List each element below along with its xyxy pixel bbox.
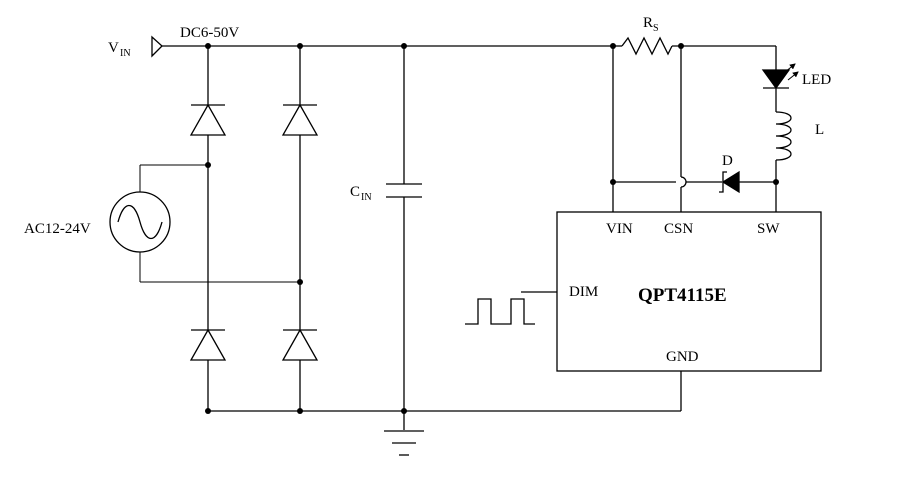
- led-icon: [761, 46, 799, 112]
- rs-label: R: [643, 15, 653, 31]
- pin-csn-label: CSN: [664, 221, 693, 237]
- pin-sw-label: SW: [757, 221, 780, 237]
- ic-part-number: QPT4115E: [638, 285, 727, 306]
- schottky-diode-icon: [719, 170, 740, 194]
- bridge-diode-1-icon: [189, 103, 227, 136]
- dc-range-label: DC6-50V: [180, 25, 239, 41]
- pin-vin-label: VIN: [606, 221, 633, 237]
- ac-range-label: AC12-24V: [24, 221, 91, 237]
- pin-gnd-label: GND: [666, 349, 699, 365]
- diode-label: D: [722, 153, 733, 169]
- bridge-rectifier: [189, 46, 319, 411]
- inductor-icon: [775, 111, 792, 212]
- vin-terminal-icon: [151, 35, 163, 58]
- cin-label-subscript: IN: [361, 192, 372, 203]
- sense-resistor-icon: [621, 36, 673, 56]
- bridge-diode-4-icon: [281, 328, 319, 361]
- vin-label: V: [108, 40, 119, 56]
- cin-label: C: [350, 184, 360, 200]
- input-capacitor-icon: [386, 46, 422, 430]
- junction-dots: [205, 43, 779, 414]
- led-label: LED: [802, 72, 831, 88]
- bridge-diode-2-icon: [281, 103, 319, 136]
- inductor-label: L: [815, 122, 824, 138]
- vin-label-subscript: IN: [120, 48, 131, 59]
- ground-icon: [384, 430, 424, 456]
- bridge-diode-3-icon: [189, 328, 227, 361]
- rs-label-subscript: S: [653, 23, 659, 34]
- pwm-waveform-icon: [465, 298, 535, 325]
- ac-source-icon: [109, 164, 300, 283]
- pin-dim-label: DIM: [569, 284, 598, 300]
